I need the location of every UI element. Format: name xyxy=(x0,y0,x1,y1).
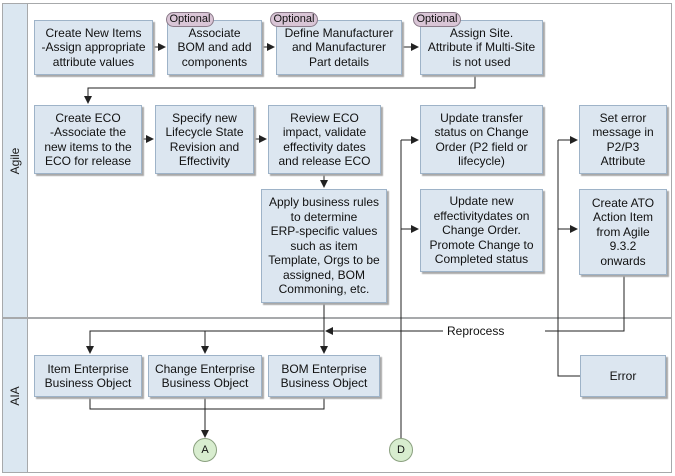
connector-a: A xyxy=(193,438,217,462)
box-bom-ebo: BOM Enterprise Business Object xyxy=(268,355,380,397)
box-error: Error xyxy=(580,355,666,397)
reprocess-label: Reprocess xyxy=(443,324,509,338)
lane-header-aia: AIA xyxy=(3,319,28,472)
box-associate-bom: Associate BOM and add components xyxy=(167,20,262,75)
box-assign-site: Assign Site. Attribute if Multi-Site is … xyxy=(420,20,543,75)
box-create-ato: Create ATO Action Item from Agile 9.3.2 … xyxy=(579,189,667,275)
box-review-eco: Review ECO impact, validate effectivity … xyxy=(268,105,381,174)
lane-aia: AIA xyxy=(2,318,672,473)
lane-header-agile: Agile xyxy=(3,4,28,317)
optional-tag-manufacturer: Optional xyxy=(270,12,318,27)
box-create-eco: Create ECO -Associate the new items to t… xyxy=(34,105,142,174)
optional-tag-site: Optional xyxy=(413,12,461,27)
line-ebos-join xyxy=(89,397,325,410)
line-error xyxy=(557,140,580,377)
box-specify-lifecycle: Specify new Lifecycle State Revision and… xyxy=(155,105,254,174)
box-apply-rules: Apply business rules to determine ERP-sp… xyxy=(261,189,387,303)
lane-agile: Agile xyxy=(2,3,672,318)
line-reprocess xyxy=(545,275,625,332)
box-update-effectivity: Update new effectivitydates on Change Or… xyxy=(420,189,543,272)
box-change-ebo: Change Enterprise Business Object xyxy=(148,355,262,397)
box-define-manufacturer: Define Manufacturer and Manufacturer Par… xyxy=(276,20,402,75)
connector-d: D xyxy=(389,438,413,462)
box-create-items: Create New Items -Assign appropriate att… xyxy=(34,20,153,75)
box-item-ebo: Item Enterprise Business Object xyxy=(34,355,142,397)
arrow-site-to-eco xyxy=(84,76,476,104)
box-set-error: Set error message in P2/P3 Attribute xyxy=(579,105,667,174)
box-update-transfer: Update transfer status on Change Order (… xyxy=(420,105,543,174)
optional-tag-bom: Optional xyxy=(166,12,214,27)
arrow-to-item-ebo xyxy=(86,330,324,354)
